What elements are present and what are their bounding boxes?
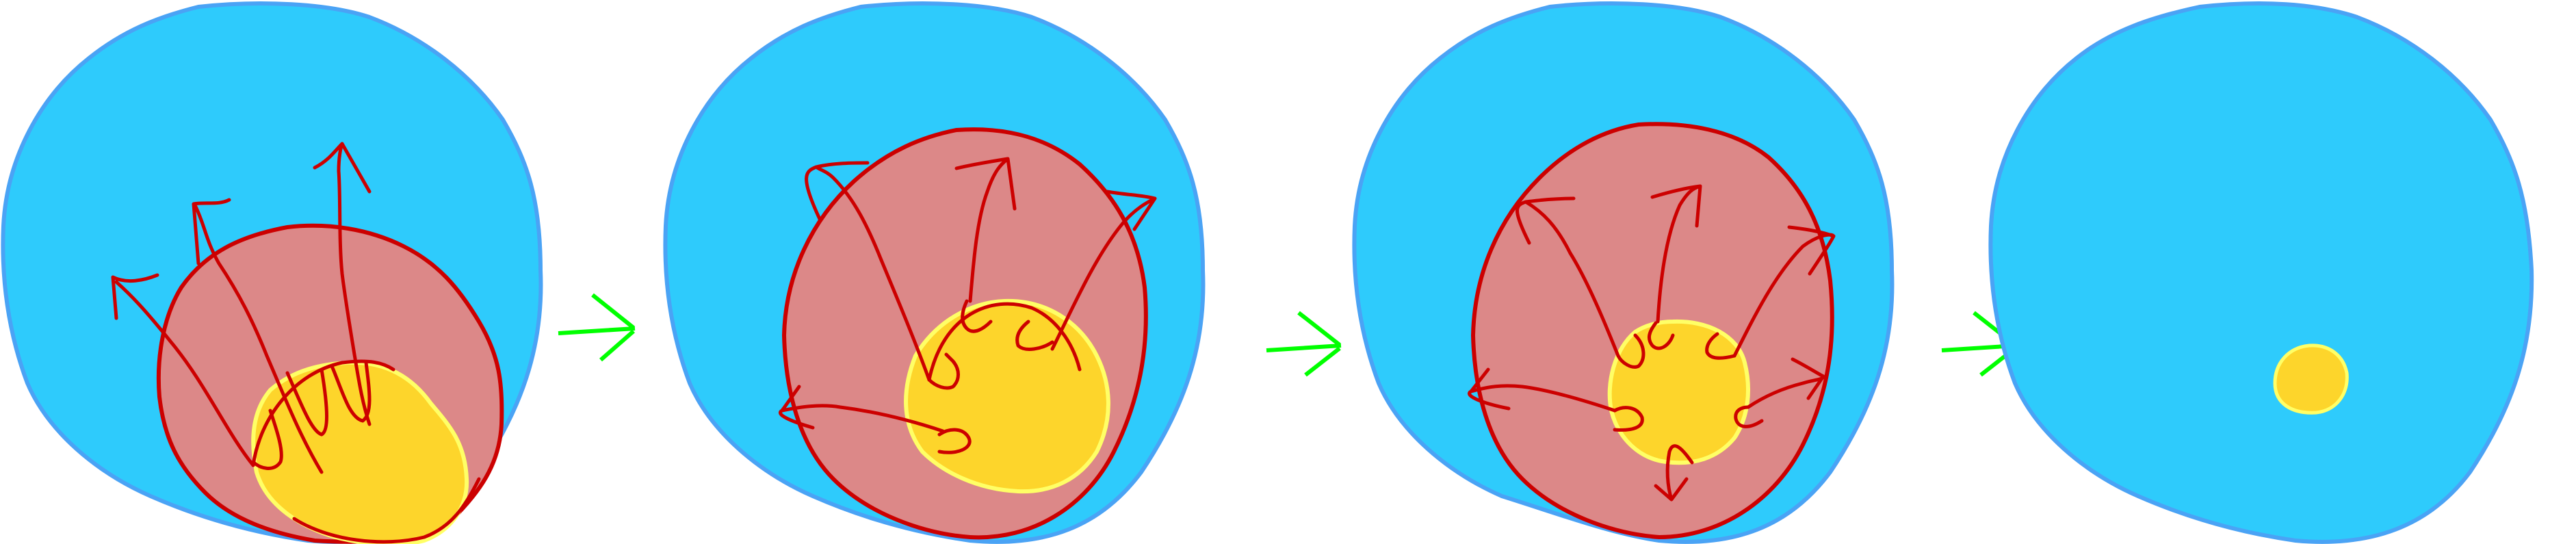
emission-loop bbox=[330, 361, 372, 423]
emission-arrow bbox=[1515, 196, 1620, 358]
emission-arrow bbox=[1050, 190, 1157, 351]
emission-arrow bbox=[1654, 444, 1694, 502]
emission-arrow bbox=[1746, 357, 1825, 409]
stage-3 bbox=[1352, 1, 1895, 544]
emission-loop bbox=[1616, 333, 1645, 369]
transition-arrow bbox=[1266, 311, 1342, 377]
core-edge bbox=[251, 359, 395, 467]
emission-arrow bbox=[1732, 225, 1836, 358]
core-edge bbox=[927, 302, 1082, 382]
emission-loop bbox=[937, 428, 972, 454]
core bbox=[2273, 344, 2349, 415]
halo-edge bbox=[292, 477, 481, 544]
emission-loop bbox=[1647, 321, 1675, 350]
emission-loop bbox=[927, 352, 960, 390]
cell-body bbox=[1988, 1, 2534, 544]
stage-4 bbox=[1988, 1, 2534, 544]
stage-1 bbox=[1, 1, 543, 544]
emission-arrow bbox=[111, 273, 255, 467]
core bbox=[251, 360, 469, 544]
core bbox=[904, 298, 1110, 494]
emission-loop bbox=[1613, 406, 1644, 432]
emission-arrow bbox=[779, 385, 945, 433]
emission-arrow bbox=[954, 157, 1017, 303]
emission-arrow bbox=[192, 198, 324, 474]
emission-loop bbox=[961, 299, 993, 333]
emission-arrow bbox=[1650, 184, 1702, 324]
stage-2 bbox=[663, 1, 1206, 544]
emission-loop bbox=[251, 409, 283, 470]
emission-loop bbox=[285, 367, 328, 437]
transition-arrow bbox=[558, 293, 636, 362]
emission-arrow bbox=[805, 161, 931, 382]
emission-arrow bbox=[1468, 367, 1617, 413]
emission-loop bbox=[1705, 332, 1736, 360]
emission-loop bbox=[1734, 405, 1764, 428]
emission-arrow bbox=[313, 142, 372, 426]
emission-loop bbox=[1015, 320, 1054, 351]
core bbox=[1607, 319, 1750, 465]
